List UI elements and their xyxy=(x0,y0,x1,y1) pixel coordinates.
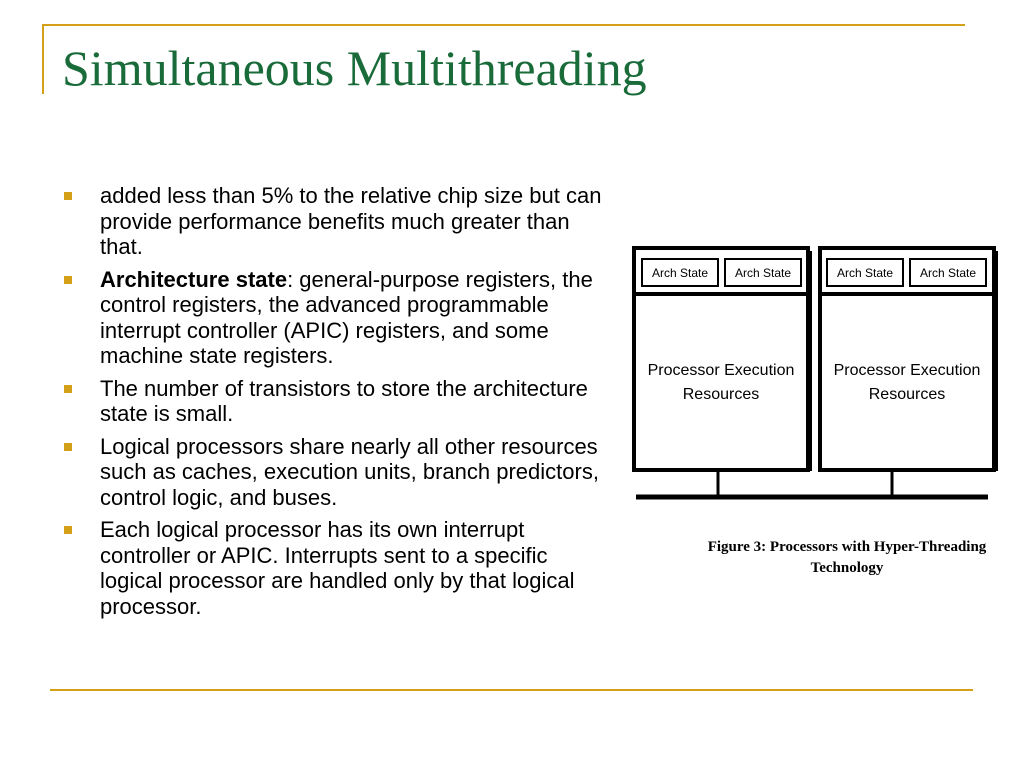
bullet-text: : general-purpose registers, the control… xyxy=(100,266,593,369)
slide-title: Simultaneous Multithreading xyxy=(62,40,647,96)
bullet-item: The number of transistors to store the a… xyxy=(62,376,602,427)
arch-state-label: Arch State xyxy=(735,266,791,280)
arch-state-box xyxy=(909,258,987,287)
frame-bottom-rule xyxy=(50,689,973,691)
bullet-text: Each logical processor has its own inter… xyxy=(100,517,575,619)
bullet-square-icon xyxy=(64,442,72,451)
frame-top-rule xyxy=(42,24,965,26)
processor-label-line1: Processor Execution xyxy=(648,362,795,379)
arch-state-label: Arch State xyxy=(920,266,976,280)
arch-state-box xyxy=(641,258,719,287)
bullet-list: added less than 5% to the relative chip … xyxy=(62,183,602,626)
arch-state-label: Arch State xyxy=(837,266,893,280)
bullet-square-icon xyxy=(64,192,72,200)
bullet-text: Logical processors share nearly all othe… xyxy=(100,433,599,510)
processor-label-line1: Processor Execution xyxy=(834,362,981,379)
processor-box-1: Arch State Arch State Processor Executio… xyxy=(632,246,812,472)
bullet-item: added less than 5% to the relative chip … xyxy=(62,183,602,260)
arch-state-box xyxy=(724,258,802,287)
frame-left-rule xyxy=(42,24,44,94)
bullet-square-icon xyxy=(64,526,72,534)
processor-label-line2: Resources xyxy=(869,386,945,403)
bullet-bold-term: Architecture state xyxy=(100,266,288,292)
arch-state-box xyxy=(826,258,904,287)
caption-line1: Figure 3: Processors with Hyper-Threadin… xyxy=(707,539,987,555)
bullet-item: Each logical processor has its own inter… xyxy=(62,517,602,619)
bullet-text: added less than 5% to the relative chip … xyxy=(100,183,602,259)
figure-caption: Figure 3: Processors with Hyper-Threadin… xyxy=(630,537,1024,579)
bullet-item: Logical processors share nearly all othe… xyxy=(62,434,602,511)
bullet-text: The number of transistors to store the a… xyxy=(100,375,588,427)
bullet-item: Architecture state: general-purpose regi… xyxy=(62,267,602,369)
bullet-square-icon xyxy=(64,275,72,284)
arch-state-label: Arch State xyxy=(652,266,708,280)
processor-box-2: Arch State Arch State Processor Executio… xyxy=(818,246,998,472)
hyperthreading-diagram: Arch State Arch State Processor Executio… xyxy=(632,246,998,500)
bullet-square-icon xyxy=(64,384,72,393)
hyperthreading-figure: Arch State Arch State Processor Executio… xyxy=(630,244,1024,584)
caption-line2: Technology xyxy=(810,560,884,576)
processor-label-line2: Resources xyxy=(683,386,759,403)
